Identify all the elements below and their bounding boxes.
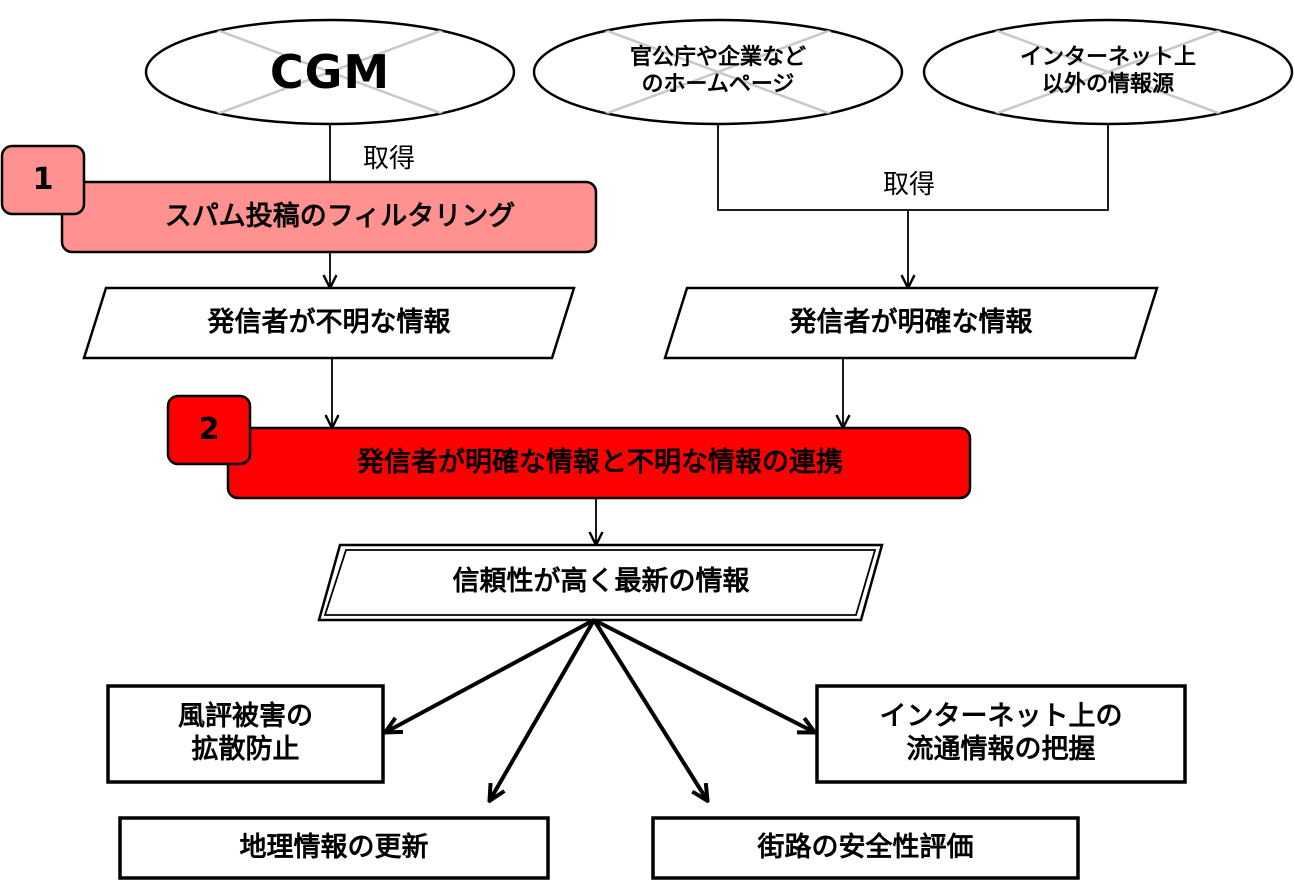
source-cgm-label: CGM (269, 44, 391, 99)
outcome-arrows (386, 618, 814, 800)
source-cgm-ellipse (144, 18, 516, 126)
arrow-to-rumor (386, 618, 595, 732)
step1 (0, 144, 598, 254)
unknown-sender-shape (82, 286, 576, 360)
reliable-info-shape (317, 543, 884, 622)
step1-number: 1 (32, 161, 54, 197)
road-safety-label: 街路の安全性評価 (757, 831, 974, 863)
step2 (166, 394, 972, 500)
step1-label: スパム投稿のフィルタリング (164, 200, 516, 232)
internet-flow-box (815, 684, 1187, 784)
step2-label: 発信者が明確な情報と不明な情報の連携 (357, 446, 843, 478)
unknown-sender-label: 発信者が不明な情報 (207, 306, 451, 338)
rumor-prevention-label: 風評被害の 拡散防止 (178, 701, 313, 765)
known-sender-shape (663, 286, 1159, 360)
reliable-info-label: 信頼性が高く最新の情報 (452, 566, 750, 598)
arrow-to-road (592, 618, 707, 800)
connector-sources-merge (717, 124, 1109, 211)
acquire-label-left: 取得 (362, 144, 415, 175)
rumor-prevention-box (106, 684, 385, 784)
source-homepages-ellipse (532, 18, 904, 126)
acquire-label-right: 取得 (882, 170, 935, 201)
arrow-to-internet (593, 618, 814, 732)
geo-update-label: 地理情報の更新 (239, 831, 429, 863)
internet-flow-label: インターネット上の 流通情報の把握 (879, 701, 1123, 765)
known-sender-label: 発信者が明確な情報 (789, 306, 1033, 338)
source-homepages-label: 官公庁や企業など のホームページ (629, 45, 806, 97)
connectors (330, 124, 1109, 545)
geo-update-box (118, 816, 550, 880)
arrow-to-geo (490, 618, 596, 800)
step2-number: 2 (198, 411, 220, 447)
source-offline-label: インターネット上 以外の情報源 (1019, 45, 1196, 97)
road-safety-box (651, 816, 1080, 880)
